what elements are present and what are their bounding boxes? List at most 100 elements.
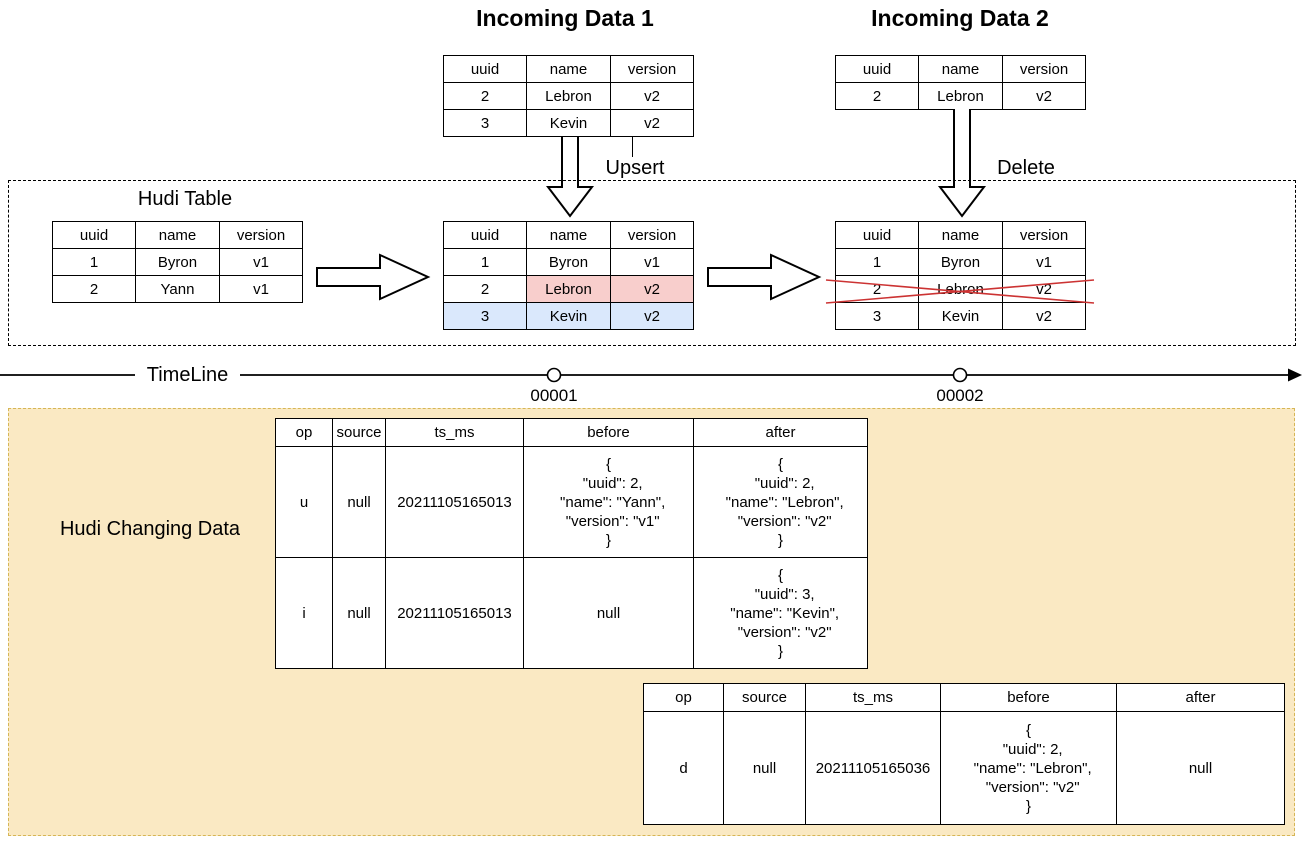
cell: 2 (52, 275, 136, 303)
inserted-row: 3 Kevin v2 (443, 302, 694, 330)
timeline-axis (0, 367, 1302, 383)
header-cell: uuid (443, 55, 527, 83)
table-row: 2 Yann v1 (52, 275, 303, 303)
table-row: 1 Byron v1 (52, 248, 303, 276)
table-row: 3 Kevin v2 (835, 302, 1086, 330)
table-row: d null 20211105165036 { "uuid": 2, "name… (643, 711, 1285, 825)
header-cell: name (526, 55, 611, 83)
table-row: 1 Byron v1 (443, 248, 694, 276)
cell: 1 (443, 248, 527, 276)
cell: Yann (135, 275, 220, 303)
upsert-leader-line (632, 137, 633, 157)
header-cell: name (918, 221, 1003, 249)
header-cell: after (693, 418, 868, 447)
table-header-row: op source ts_ms before after (643, 683, 1285, 712)
changing-data-table-2: op source ts_ms before after d null 2021… (643, 683, 1285, 825)
header-cell: before (940, 683, 1117, 712)
table-header-row: uuid name version (835, 55, 1086, 83)
before-cell: null (523, 557, 694, 669)
after-json-cell: { "uuid": 2, "name": "Lebron", "version"… (693, 446, 868, 558)
header-cell: ts_ms (385, 418, 524, 447)
header-cell: version (219, 221, 303, 249)
cell: 1 (835, 248, 919, 276)
cell: Kevin (918, 302, 1003, 330)
timeline-commit-1: 00001 (530, 386, 578, 405)
table-row: 2 Lebron v2 (443, 82, 694, 110)
cell: 2 (443, 275, 527, 303)
cell: Byron (135, 248, 220, 276)
delete-arrow-icon (937, 109, 987, 218)
cell: v2 (1002, 275, 1086, 303)
cell: v1 (219, 275, 303, 303)
header-cell: before (523, 418, 694, 447)
delete-cross-icon (825, 279, 1095, 304)
cell: null (332, 446, 386, 558)
cell: 20211105165036 (805, 711, 941, 825)
cell: null (723, 711, 806, 825)
table-row: 3 Kevin v2 (443, 109, 694, 137)
table-row: u null 20211105165013 { "uuid": 2, "name… (275, 446, 868, 558)
inserted-cell: v2 (610, 302, 694, 330)
table-row: 2 Lebron v2 (835, 82, 1086, 110)
cell: v2 (1002, 302, 1086, 330)
table-header-row: uuid name version (443, 55, 694, 83)
cell: v2 (610, 82, 694, 110)
cell: 2 (835, 82, 919, 110)
hudi-changing-data-title: Hudi Changing Data (59, 518, 241, 540)
cell: Kevin (526, 109, 611, 137)
upsert-label: Upsert (605, 157, 665, 179)
header-cell: version (1002, 55, 1086, 83)
incoming-data-2-title: Incoming Data 2 (871, 5, 1049, 31)
cell: v1 (610, 248, 694, 276)
table-header-row: uuid name version (835, 221, 1086, 249)
header-cell: version (610, 55, 694, 83)
inserted-cell: 3 (443, 302, 527, 330)
cell: v1 (219, 248, 303, 276)
cell: v2 (1002, 82, 1086, 110)
hudi-table-box (8, 180, 1296, 346)
cell: Lebron (526, 82, 611, 110)
cell: i (275, 557, 333, 669)
after-cell: null (1116, 711, 1285, 825)
table-header-row: uuid name version (52, 221, 303, 249)
cell: d (643, 711, 724, 825)
cell: 20211105165013 (385, 446, 524, 558)
timeline-commit-2: 00002 (936, 386, 984, 405)
cell: 20211105165013 (385, 557, 524, 669)
header-cell: after (1116, 683, 1285, 712)
before-json-cell: { "uuid": 2, "name": "Lebron", "version"… (940, 711, 1117, 825)
table-header-row: uuid name version (443, 221, 694, 249)
header-cell: name (918, 55, 1003, 83)
delete-label: Delete (997, 157, 1055, 179)
table-header-row: op source ts_ms before after (275, 418, 868, 447)
right-arrow-icon (707, 253, 822, 301)
header-cell: uuid (835, 221, 919, 249)
table-row: 1 Byron v1 (835, 248, 1086, 276)
upsert-arrow-icon (545, 137, 595, 218)
header-cell: uuid (835, 55, 919, 83)
cell: 1 (52, 248, 136, 276)
header-cell: op (643, 683, 724, 712)
cell: Byron (526, 248, 611, 276)
cell: 2 (443, 82, 527, 110)
cell: Lebron (918, 82, 1003, 110)
timeline-label: TimeLine (146, 364, 229, 386)
incoming-data-1-title: Incoming Data 1 (476, 5, 654, 31)
inserted-cell: Kevin (526, 302, 611, 330)
header-cell: name (526, 221, 611, 249)
right-arrow-icon (316, 253, 431, 301)
cell: null (332, 557, 386, 669)
updated-row: 2 Lebron v2 (443, 275, 694, 303)
header-cell: name (135, 221, 220, 249)
cell: v2 (610, 109, 694, 137)
header-cell: version (1002, 221, 1086, 249)
cell: 3 (443, 109, 527, 137)
incoming-data-1-table: uuid name version 2 Lebron v2 3 Kevin v2 (443, 55, 694, 137)
updated-cell: v2 (610, 275, 694, 303)
hudi-table-title: Hudi Table (137, 188, 233, 210)
hudi-after-delete-table: uuid name version 1 Byron v1 2 Lebron v2… (835, 221, 1086, 330)
hudi-initial-table: uuid name version 1 Byron v1 2 Yann v1 (52, 221, 303, 303)
cell: v1 (1002, 248, 1086, 276)
cell: 3 (835, 302, 919, 330)
